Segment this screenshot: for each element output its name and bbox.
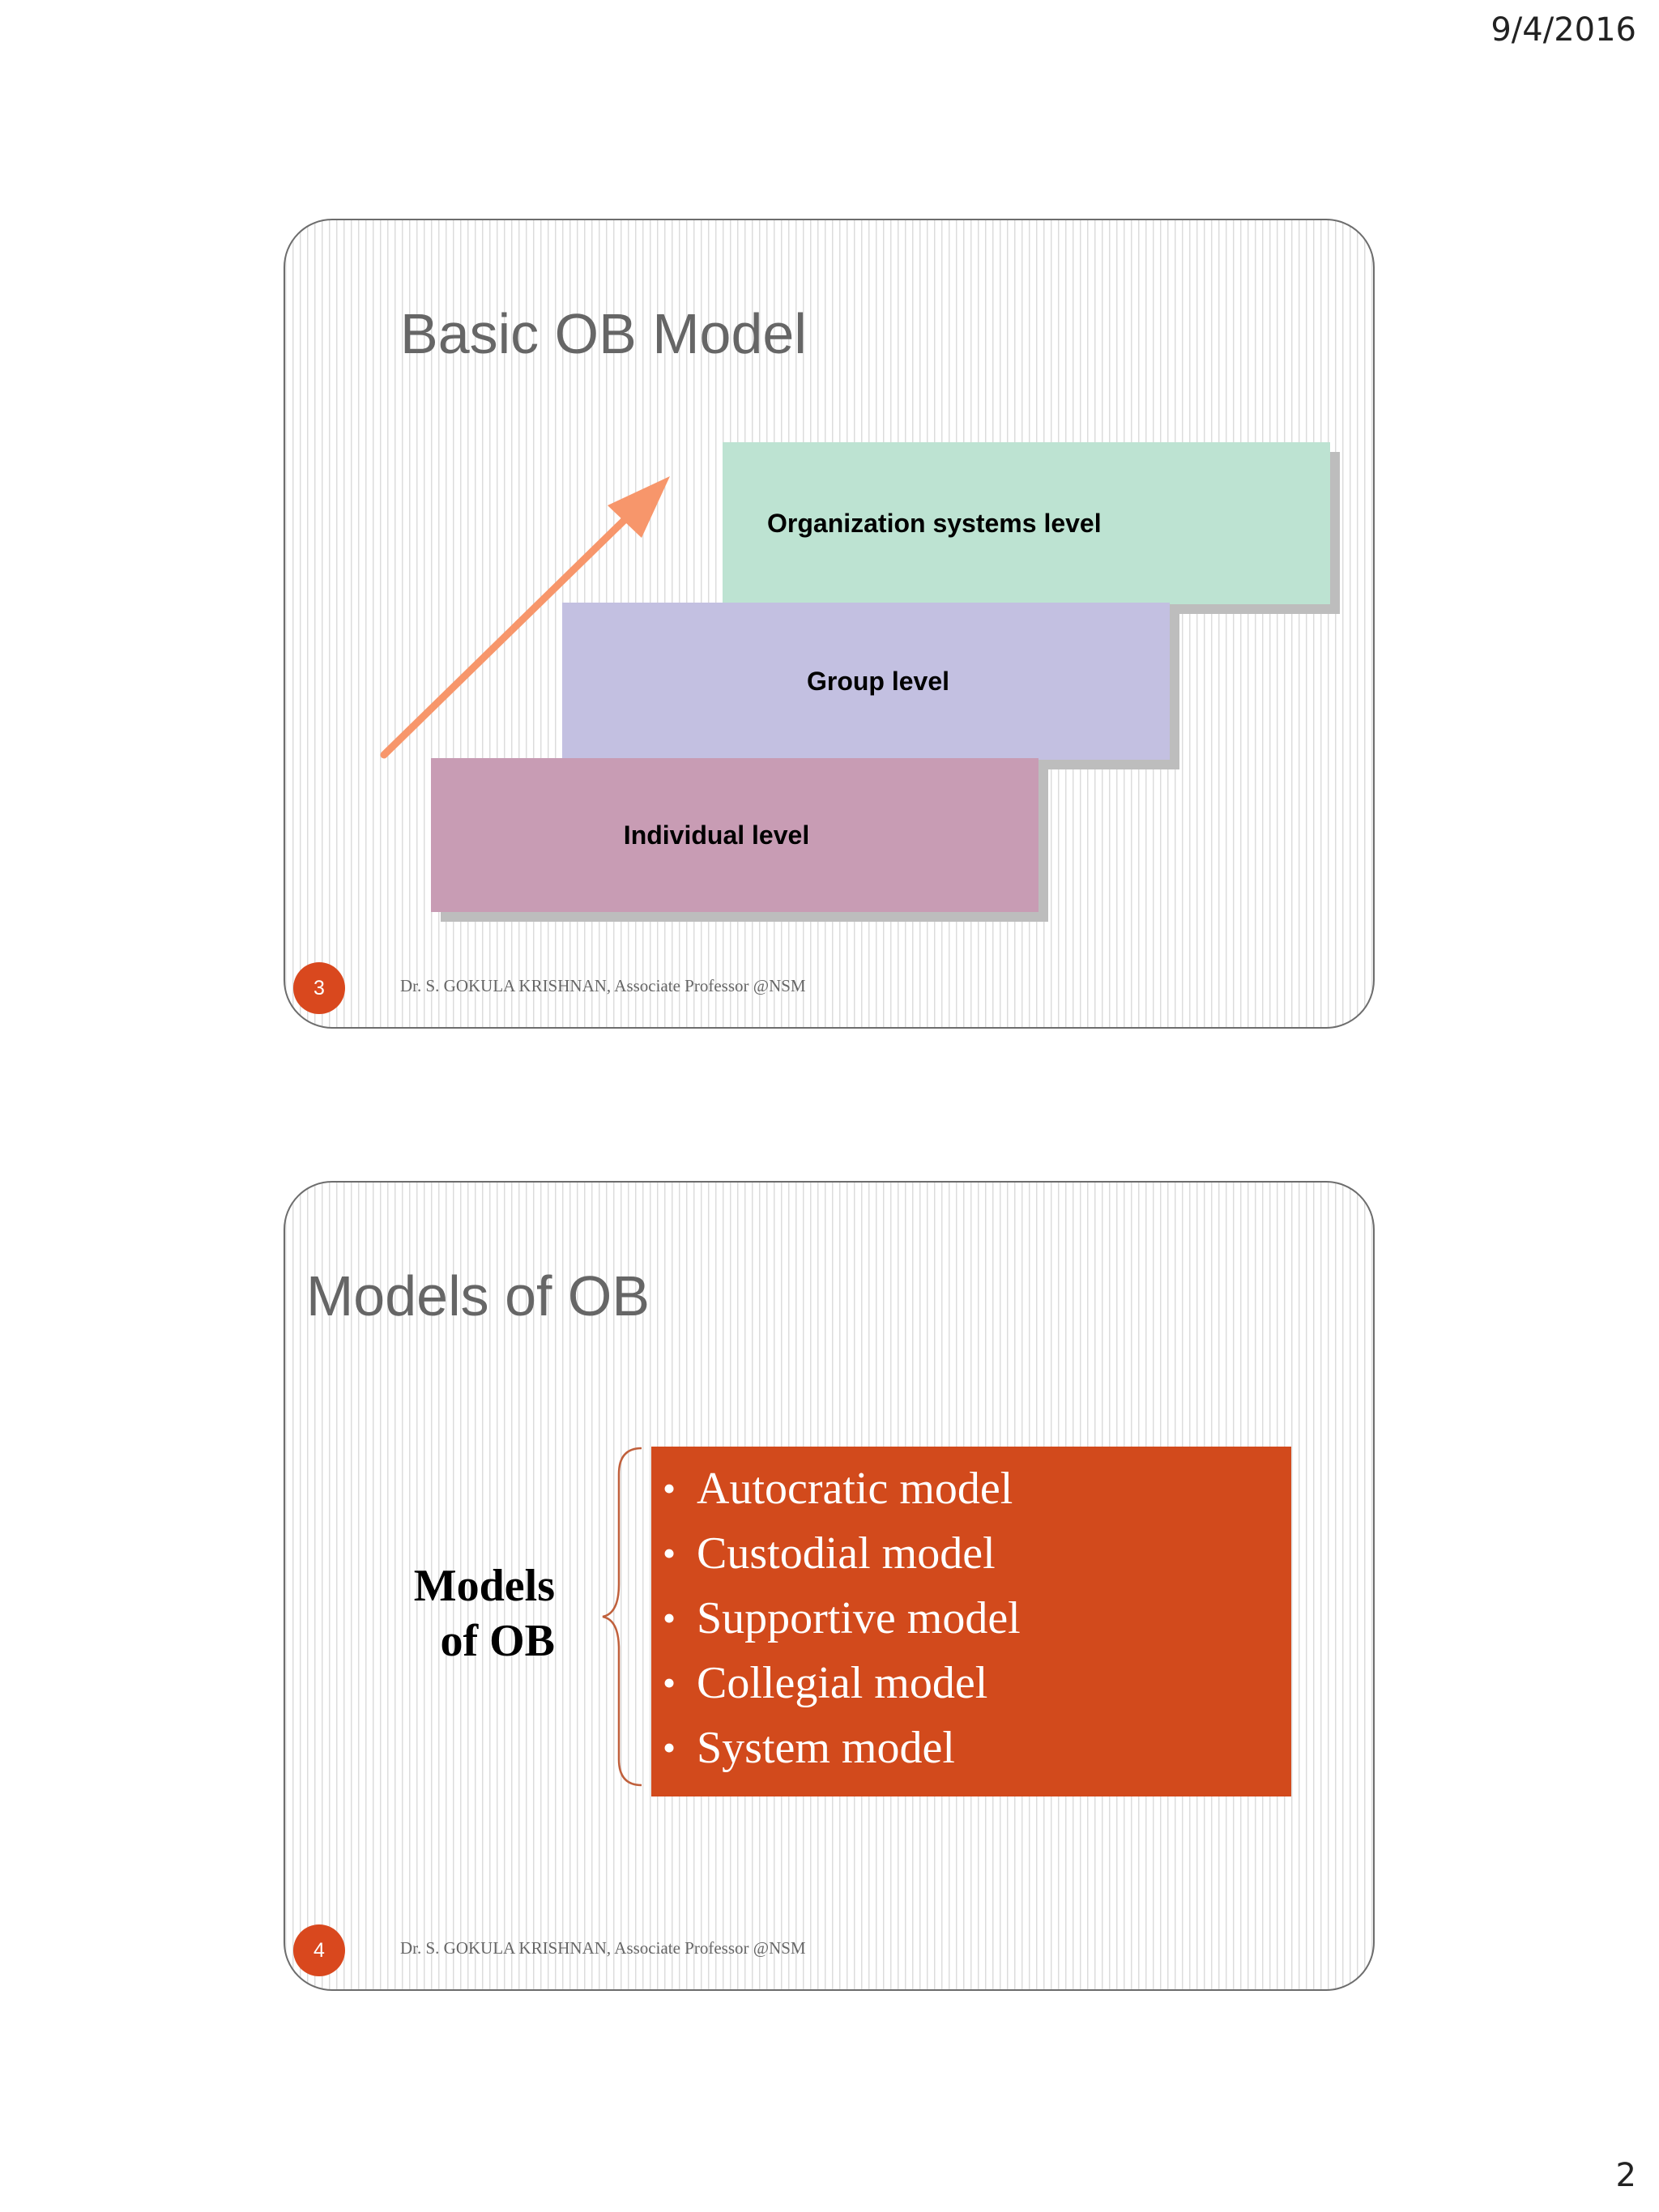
level-label: Organization systems level: [767, 508, 1102, 538]
slide-footer: Dr. S. GOKULA KRISHNAN, Associate Profes…: [400, 976, 806, 995]
models-list-box: • Autocratic model • Custodial model • Supp…: [651, 1447, 1291, 1796]
list-item: • System model: [663, 1715, 1291, 1780]
list-item-text: Custodial model: [697, 1528, 996, 1579]
models-list: • Autocratic model • Custodial model • Supp…: [663, 1456, 1291, 1780]
slide-basic-ob-model: Basic OB Model Organization systems leve…: [284, 219, 1375, 1029]
slide-title: Basic OB Model: [400, 302, 807, 365]
models-label-line: of OB: [440, 1616, 555, 1666]
slide-models-of-ob: Models of OB Models of OB • Autocratic mo…: [284, 1181, 1375, 1991]
bullet-icon: •: [663, 1727, 676, 1768]
bullet-icon: •: [663, 1468, 676, 1509]
level-individual: Individual level: [431, 758, 1038, 912]
slide-footer: Dr. S. GOKULA KRISHNAN, Associate Profes…: [400, 1938, 806, 1958]
curly-brace-icon: [602, 1447, 642, 1787]
list-item-text: Supportive model: [697, 1593, 1021, 1643]
slide-title: Models of OB: [306, 1264, 650, 1328]
level-label: Group level: [806, 666, 950, 696]
bullet-icon: •: [663, 1662, 676, 1703]
level-organization-systems: Organization systems level: [723, 442, 1330, 604]
list-item-text: System model: [697, 1723, 955, 1773]
page-number: 2: [1615, 2157, 1636, 2194]
page-date: 9/4/2016: [1491, 11, 1636, 49]
bullet-icon: •: [663, 1532, 676, 1574]
slide-number-badge: 4: [293, 1924, 345, 1976]
models-label-line: Models: [413, 1561, 555, 1611]
bullet-icon: •: [663, 1597, 676, 1639]
list-item: • Custodial model: [663, 1521, 1291, 1586]
list-item: • Autocratic model: [663, 1456, 1291, 1521]
list-item: • Collegial model: [663, 1651, 1291, 1715]
list-item-text: Collegial model: [697, 1658, 988, 1708]
list-item-text: Autocratic model: [697, 1464, 1013, 1514]
upward-arrow-icon: [380, 476, 670, 759]
models-label: Models of OB: [414, 1558, 555, 1669]
level-group: Group level: [562, 603, 1170, 760]
level-label: Individual level: [623, 820, 810, 850]
list-item: • Supportive model: [663, 1586, 1291, 1651]
slide-number-badge: 3: [293, 962, 345, 1014]
